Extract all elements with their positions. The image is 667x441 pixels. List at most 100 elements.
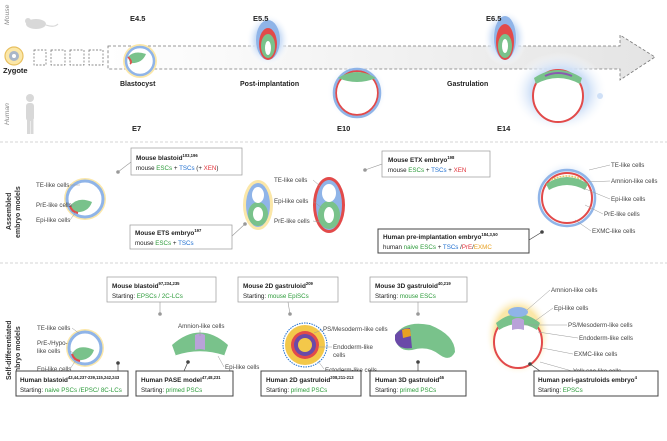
species-mouse-label: Mouse	[4, 4, 11, 25]
stage-box-2	[50, 49, 66, 66]
self-label-pre1: PrE-/Hypo-	[37, 340, 68, 347]
e65-mouse-embryo	[483, 10, 527, 66]
assembled-blastoid-icon	[64, 178, 106, 220]
label-epi-like-2: Epi-like cells	[274, 198, 308, 205]
zygote-icon	[4, 46, 24, 66]
box-peri-body: Starting: EPSCs	[538, 387, 583, 394]
self-label-ps2: PS/Mesoderm-like cells	[568, 322, 633, 329]
box-hblastoid-title: Human blastoid43,44,237-239,115,242,243	[20, 375, 120, 384]
human-icon	[26, 94, 34, 134]
species-human-label: Human	[4, 103, 11, 125]
box-peri-title: Human peri-gastruloids embryo4	[538, 375, 638, 384]
box-ets-embryo: Mouse ETS embryo197 mouse ESCs + TSCs	[129, 224, 233, 250]
label-epi-like: Epi-like cells	[36, 217, 70, 224]
box-m3d-title: Mouse 3D gastruloid40,219	[375, 281, 451, 290]
pase-icon	[172, 332, 228, 357]
stage-e14: E14	[497, 124, 511, 133]
box-h3d-body: Starting: primed PSCs	[375, 387, 436, 394]
self-label-te: TE-like cells	[37, 325, 70, 332]
box-human-pre-title: Human pre-implantation embryo184,3,50	[383, 232, 498, 241]
self-label-ps: PS/Mesoderm-like cells	[323, 326, 388, 333]
box-h2d-body: Starting: primed PSCs	[266, 387, 327, 394]
box-human-peri-gastruloid: Human peri-gastruloids embryo4 Starting:…	[533, 370, 659, 397]
self-label-pre2: like cells	[37, 348, 60, 355]
human-preimplantation-icon	[534, 160, 600, 230]
ets-embryo-icon	[243, 180, 273, 230]
self-blastoid-icon	[66, 329, 104, 367]
self-section-line2: embryo models	[15, 326, 22, 378]
box-ets-title: Mouse ETS embryo197	[135, 228, 202, 237]
stage-box-3	[69, 49, 85, 66]
box-human-blastoid: Human blastoid43,44,237-239,115,242,243 …	[15, 370, 129, 397]
stage-e10: E10	[337, 124, 350, 133]
box-blastoid-body: mouse ESCs + TSCs (+ XEN)	[136, 165, 218, 172]
self-label-amnion: Amnion-like cells	[178, 323, 224, 330]
box-m2d-body: Starting: mouse EpiSCs	[243, 293, 309, 300]
box-etx-body: mouse ESCs + TSCs + XEN	[388, 167, 466, 174]
e14-human-embryo	[512, 52, 608, 132]
self-label-epi: Epi-like cells	[37, 366, 71, 373]
box-mblastoid-title: Mouse blastoid97,234,235	[112, 281, 180, 290]
box-h2d-title: Human 2D gastruloid208,211-213	[266, 375, 354, 384]
self-label-amnion2: Amnion-like cells	[551, 287, 597, 294]
box-mouse-blastoid-self: Mouse blastoid97,234,235 Starting: EPSCs…	[106, 276, 217, 303]
e55-mouse-embryo	[246, 14, 290, 66]
assembled-section-line2: embryo models	[15, 186, 22, 238]
stage-e7: E7	[132, 124, 141, 133]
label-pre-like-3: PrE-like cells	[604, 211, 640, 218]
peri-gastruloid-icon	[485, 295, 551, 375]
stage-e65: E6.5	[486, 14, 501, 23]
phase-blastocyst: Blastocyst	[120, 81, 156, 88]
assembled-panel: Assembled embryo models TE-like cells Pr…	[6, 147, 657, 254]
blastocyst-icon	[123, 44, 157, 78]
self-section-line1: Self-differentiated	[6, 320, 13, 380]
self-panel: Self-differentiated embryo models Mouse …	[6, 276, 659, 397]
self-label-endo1: Endoderm-like	[333, 344, 373, 351]
label-pre-like-2: PrE-like cells	[274, 218, 310, 225]
mouse-icon	[25, 18, 59, 29]
assembled-section-line1: Assembled	[6, 193, 13, 230]
self-label-exmc: EXMC-like cells	[574, 351, 617, 358]
box-human-3d-gastruloid: Human 3D gastruloid46 Starting: primed P…	[369, 370, 467, 397]
etx-embryo-icon	[313, 177, 345, 233]
self-label-epi3: Epi-like cells	[554, 305, 588, 312]
label-te-like: TE-like cells	[36, 182, 69, 189]
box-mouse-2d-gastruloid: Mouse 2D gastruloid209 Starting: mouse E…	[237, 276, 339, 303]
label-exmc-like: EXMC-like cells	[592, 228, 635, 235]
box-mouse-3d-gastruloid: Mouse 3D gastruloid40,219 Starting: mous…	[369, 276, 468, 303]
e10-human-embryo	[327, 62, 387, 122]
box-etx-embryo: Mouse ETX embryo198 mouse ESCs + TSCs + …	[381, 150, 491, 178]
box-hblastoid-body: Starting: naive PSCs /EPSC/ 8C-LCs	[20, 387, 122, 394]
zygote-label: Zygote	[3, 66, 28, 75]
label-epi-like-3: Epi-like cells	[611, 196, 645, 203]
box-pase-title: Human PASE model47,48,231	[141, 375, 221, 384]
box-human-pase: Human PASE model47,48,231 Starting: prim…	[135, 370, 234, 397]
box-etx-title: Mouse ETX embryo198	[388, 155, 455, 164]
self-label-epi2: Epi-like cells	[225, 364, 259, 371]
label-te-like-2: TE-like cells	[274, 177, 307, 184]
box-human-2d-gastruloid: Human 2D gastruloid208,211-213 Starting:…	[260, 370, 362, 397]
stage-box-4	[88, 49, 104, 66]
stage-box-1	[33, 49, 47, 66]
self-label-endo2: cells	[333, 352, 345, 359]
phase-post-implantation: Post-implantation	[240, 81, 299, 88]
timeline-panel: Mouse Human Zygote	[3, 4, 656, 134]
box-human-preimplantation: Human pre-implantation embryo184,3,50 hu…	[377, 228, 530, 254]
2d-gastruloid-icon	[282, 322, 328, 368]
3d-gastruloid-icon	[395, 323, 455, 358]
label-pre-like: PrE-like cells	[36, 202, 72, 209]
label-amnion-like: Amnion-like cells	[611, 178, 657, 185]
stage-e55: E5.5	[253, 14, 268, 23]
box-mblastoid-body: Starting: EPSCs / 2C-LCs	[112, 293, 183, 300]
box-m2d-title: Mouse 2D gastruloid209	[243, 281, 314, 290]
box-ets-body: mouse ESCs + TSCs	[135, 240, 194, 247]
self-label-endo3: Endoderm-like cells	[579, 335, 633, 342]
phase-gastrulation: Gastrulation	[447, 81, 488, 88]
box-m3d-body: Starting: mouse ESCs	[375, 293, 436, 300]
box-human-pre-body: human naive ESCs + TSCs /PrE/EXMC	[383, 244, 492, 251]
box-pase-body: Starting: primed PSCs	[141, 387, 202, 394]
stage-e45: E4.5	[130, 14, 145, 23]
box-h3d-title: Human 3D gastruloid46	[375, 375, 445, 384]
box-mouse-blastoid: Mouse blastoid103,196 mouse ESCs + TSCs …	[130, 147, 243, 176]
